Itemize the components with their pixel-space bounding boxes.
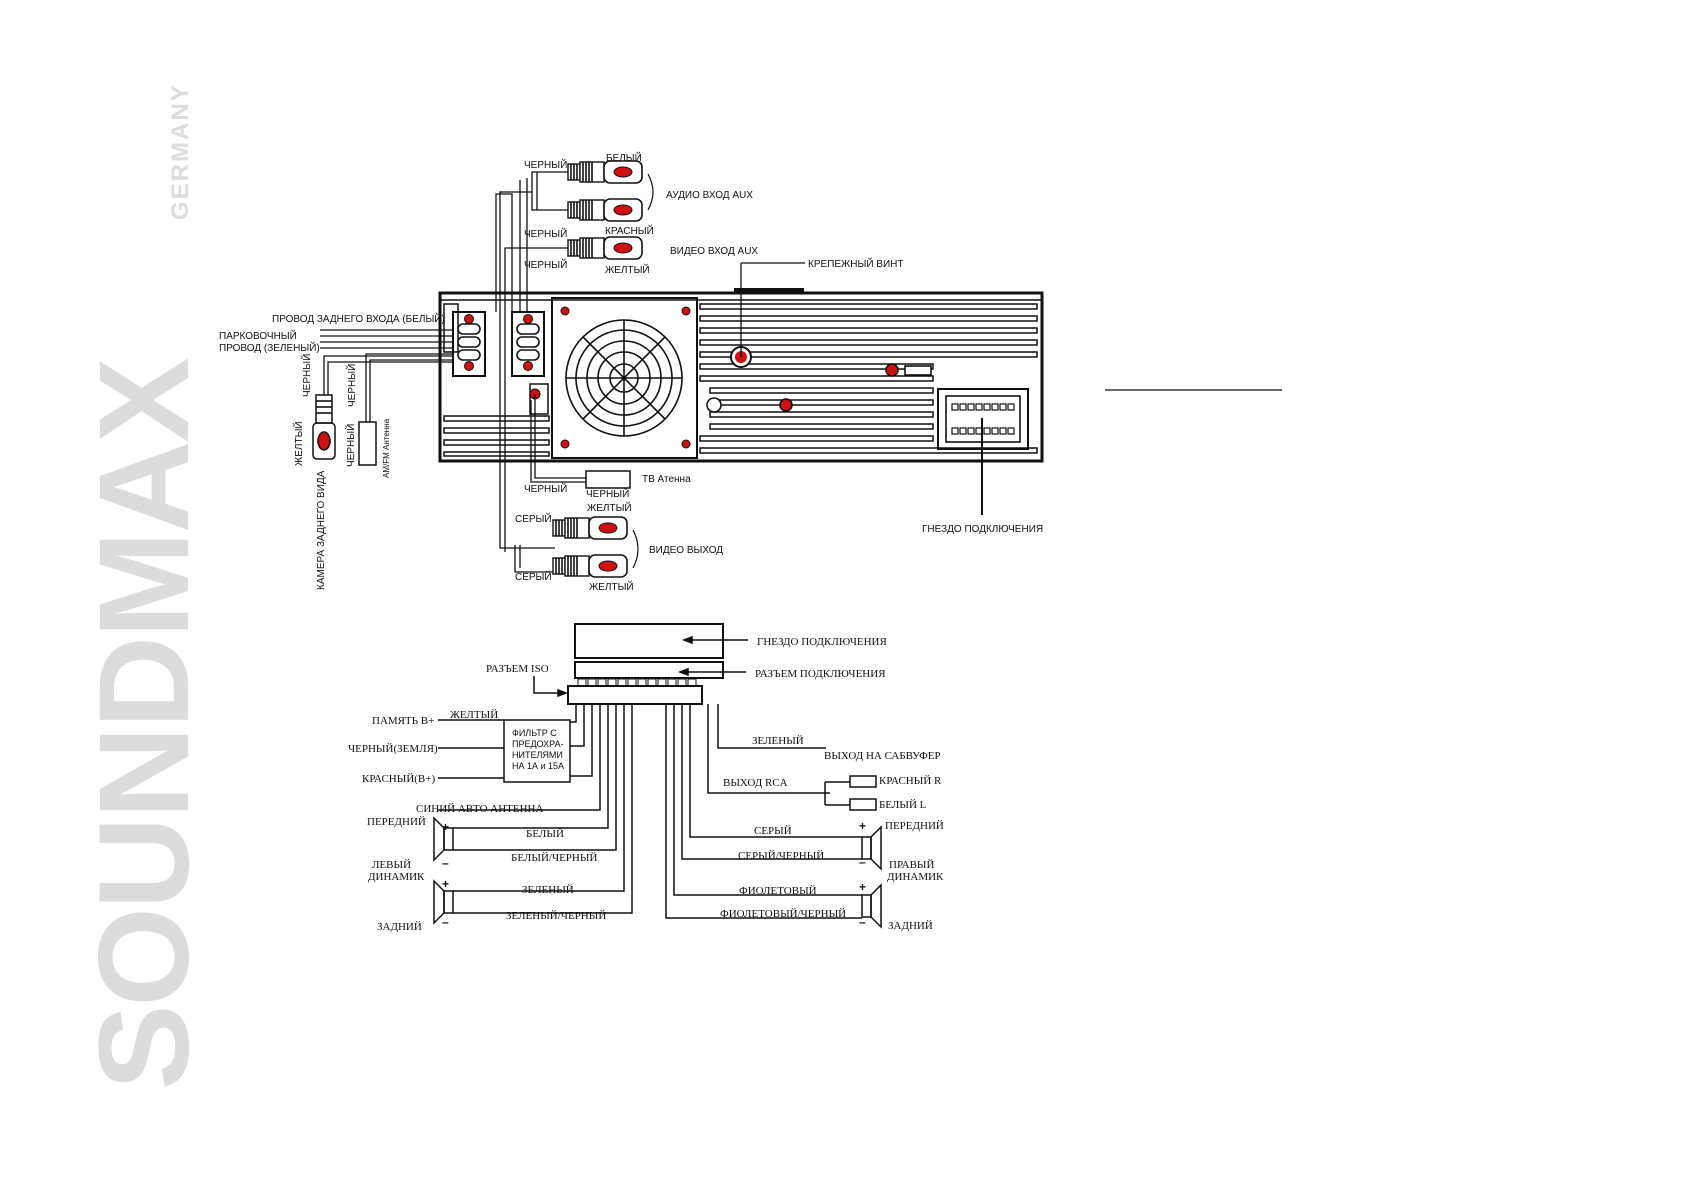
speaker-front-right-icon — [861, 825, 882, 871]
label-front-left: ПЕРЕДНИЙ — [367, 816, 426, 828]
connector-box — [574, 661, 724, 679]
label-yellow-b: ЖЕЛТЫЙ — [450, 709, 498, 721]
plus-rear-left: + — [442, 877, 449, 891]
amfm-antenna-plug — [358, 421, 377, 466]
brand-name: SOUNDMAX — [73, 358, 216, 1090]
rca-out-red-plug — [849, 775, 877, 788]
left-connector-b — [511, 311, 545, 377]
rca-yellow-video-in — [567, 236, 643, 260]
label-right-speaker-2: ДИНАМИК — [887, 871, 944, 883]
label-red: КРАСНЫЙ — [605, 224, 654, 237]
head-unit-diagram — [312, 160, 1282, 578]
fan-panel — [551, 297, 698, 459]
iso-wiring-labels: ГНЕЗДО ПОДКЛЮЧЕНИЯ РАЗЪЕМ ПОДКЛЮЧЕНИЯ РА… — [348, 636, 944, 933]
label-tv-antenna: ТВ Атенна — [642, 474, 691, 485]
label-rear-left: ЗАДНИЙ — [377, 921, 422, 933]
label-left-speaker-2: ДИНАМИК — [368, 871, 425, 883]
rca-white-audio — [567, 160, 643, 184]
label-white: БЕЛЫЙ — [606, 151, 642, 164]
label-grey-1: СЕРЫЙ — [515, 512, 552, 525]
label-yellow-vertical: ЖЕЛТЫЙ — [292, 421, 305, 466]
rca-yellow-video-out-2 — [552, 554, 628, 578]
label-black-vertical-c: ЧЕРНЫЙ — [344, 424, 357, 467]
minus-front-left: – — [442, 856, 449, 870]
label-memory: ПАМЯТЬ B+ — [372, 715, 434, 727]
label-black-2: ЧЕРНЫЙ — [524, 227, 567, 240]
label-right-speaker-1: ПРАВЫЙ — [889, 859, 935, 871]
plus-front-right: + — [859, 819, 866, 833]
rca-red-audio — [567, 198, 643, 222]
label-black-vertical-a: ЧЕРНЫЙ — [300, 354, 313, 397]
label-red-b: КРАСНЫЙ(B+) — [362, 773, 435, 785]
label-video-in-aux: ВИДЕО ВХОД AUX — [670, 246, 758, 257]
label-mounting-screw: КРЕПЕЖНЫЙ ВИНТ — [808, 257, 903, 270]
label-parking-2: ПРОВОД (ЗЕЛЕНЫЙ) — [219, 341, 320, 354]
label-grey-2: СЕРЫЙ — [515, 570, 552, 583]
label-black-tv-1: ЧЕРНЫЙ — [524, 482, 567, 495]
brand-subtitle: GERMANY — [167, 83, 194, 220]
label-filter-3: НИТЕЛЯМИ — [512, 750, 563, 760]
label-green-black: ЗЕЛЕНЫЙ/ЧЕРНЫЙ — [506, 910, 606, 922]
label-amfm-antenna: АМ/FM Антенна — [382, 418, 391, 478]
label-blue-antenna: СИНИЙ АВТО АНТЕННА — [416, 803, 543, 815]
camera-rca-plug — [312, 394, 336, 460]
label-iso: РАЗЪЕМ ISO — [486, 663, 549, 675]
iso-connector — [567, 685, 703, 705]
label-socket-top: ГНЕЗДО ПОДКЛЮЧЕНИЯ — [922, 524, 1043, 535]
label-black-vertical-b: ЧЕРНЫЙ — [345, 364, 358, 407]
label-yellow-out-1: ЖЕЛТЫЙ — [587, 501, 632, 514]
socket-box — [574, 623, 724, 659]
label-connector: РАЗЪЕМ ПОДКЛЮЧЕНИЯ — [755, 668, 886, 680]
label-violet-black: ФИОЛЕТОВЫЙ/ЧЕРНЫЙ — [720, 908, 846, 920]
plus-front-left: + — [442, 820, 449, 834]
rca-out-white-plug — [849, 798, 877, 811]
label-white-l: БЕЛЫЙ L — [879, 799, 927, 811]
label-black-3: ЧЕРНЫЙ — [524, 258, 567, 271]
label-filter-1: ФИЛЬТР С — [512, 728, 557, 738]
label-parking-1: ПАРКОВОЧНЫЙ — [219, 329, 297, 342]
label-violet: ФИОЛЕТОВЫЙ — [739, 885, 817, 897]
label-green-w: ЗЕЛЕНЫЙ — [522, 884, 574, 896]
minus-rear-right: – — [859, 915, 866, 929]
label-yellow-out-2: ЖЕЛТЫЙ — [589, 580, 634, 593]
label-rear-input-wire: ПРОВОД ЗАДНЕГО ВХОДА (БЕЛЫЙ) — [272, 312, 445, 325]
label-ground: ЧЕРНЫЙ(ЗЕМЛЯ) — [348, 743, 438, 755]
label-rear-right: ЗАДНИЙ — [888, 920, 933, 932]
speaker-front-left-icon — [433, 816, 454, 862]
label-socket: ГНЕЗДО ПОДКЛЮЧЕНИЯ — [757, 636, 887, 648]
plus-rear-right: + — [859, 880, 866, 894]
left-connector-a — [452, 311, 486, 377]
speaker-rear-right-icon — [861, 883, 882, 929]
label-red-r: КРАСНЫЙ R — [879, 775, 942, 787]
label-video-out: ВИДЕО ВЫХОД — [649, 545, 723, 556]
label-black-1: ЧЕРНЫЙ — [524, 158, 567, 171]
label-rca-out: ВЫХОД RCA — [723, 777, 788, 789]
label-black-tv-2: ЧЕРНЫЙ — [586, 487, 629, 500]
label-yellow: ЖЕЛТЫЙ — [605, 263, 650, 276]
tv-antenna-plug — [585, 470, 631, 489]
speaker-rear-left-icon — [433, 879, 454, 925]
label-white-w: БЕЛЫЙ — [526, 828, 564, 840]
label-audio-in-aux: АУДИО ВХОД AUX — [666, 190, 753, 201]
rca-yellow-video-out-1 — [552, 516, 628, 540]
fuse-filter-box — [503, 719, 571, 783]
label-white-black: БЕЛЫЙ/ЧЕРНЫЙ — [511, 852, 597, 864]
label-rear-camera: КАМЕРА ЗАДНЕГО ВИДА — [316, 470, 327, 590]
minus-front-right: – — [859, 855, 866, 869]
iso-wiring-diagram — [433, 623, 882, 929]
label-subwoofer: ВЫХОД НА САБВУФЕР — [824, 750, 941, 762]
heat-sink-fins — [699, 303, 1038, 454]
label-grey-black: СЕРЫЙ/ЧЕРНЫЙ — [738, 850, 824, 862]
label-left-speaker-1: ЛЕВЫЙ — [372, 859, 411, 871]
minus-rear-left: – — [442, 915, 449, 929]
label-front-right: ПЕРЕДНИЙ — [885, 820, 944, 832]
label-grey-w: СЕРЫЙ — [754, 825, 792, 837]
label-filter-4: НА 1А и 15А — [512, 761, 564, 771]
label-green-sub: ЗЕЛЕНЫЙ — [752, 735, 804, 747]
fan-icon — [565, 319, 683, 437]
brand-watermark: SOUNDMAX GERMANY — [73, 83, 216, 1090]
label-filter-2: ПРЕДОХРА- — [512, 739, 564, 749]
head-unit-labels: ЧЕРНЫЙ БЕЛЫЙ АУДИО ВХОД AUX ЧЕРНЫЙ КРАСН… — [219, 151, 1043, 593]
